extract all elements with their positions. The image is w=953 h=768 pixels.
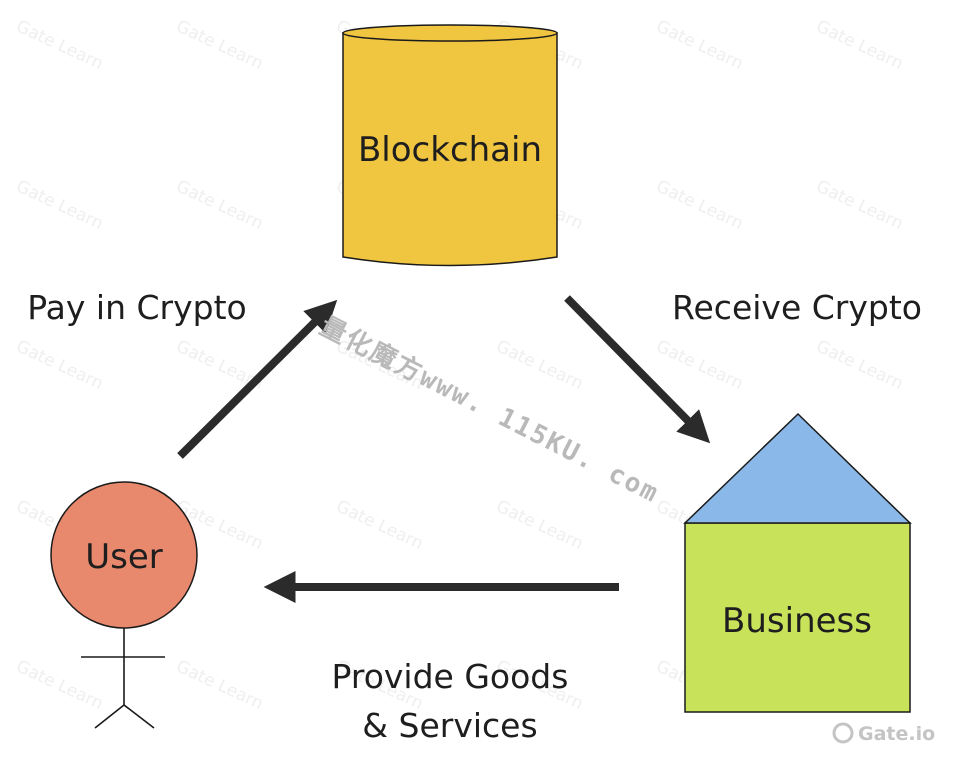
business-house-body [684, 522, 911, 713]
watermark-tile-text: Gate Learn [653, 176, 746, 234]
watermark-tile-text: Gate Learn [653, 336, 746, 394]
business-label: Business [722, 601, 872, 641]
blockchain-label: Blockchain [358, 130, 542, 170]
watermark-tile-text: Gate Learn [13, 336, 106, 394]
watermark-tile-text: Gate Learn [493, 496, 586, 554]
brand-watermark: Gate.io [832, 722, 935, 745]
brand-watermark-text: Gate.io [858, 723, 935, 745]
user-right-leg-line [123, 704, 155, 729]
blockchain-cylinder-top [342, 24, 558, 42]
user-left-leg-line [94, 704, 125, 729]
pay-arrow [177, 299, 338, 459]
watermark-tile-text: Gate Learn [653, 16, 746, 74]
watermark-tile-text: Gate Learn [13, 656, 106, 714]
watermark-tile-text: Gate Learn [813, 336, 906, 394]
provide-label-line-2: & Services [362, 706, 537, 745]
receive-arrow [564, 295, 711, 444]
watermark-tile-text: Gate Learn [173, 176, 266, 234]
watermark-tile-text: Gate Learn [173, 16, 266, 74]
business-house-roof [683, 412, 912, 524]
business-node: Business [683, 412, 912, 713]
watermark-tile-text: Gate Learn [13, 16, 106, 74]
blockchain-cylinder-body [342, 32, 558, 267]
user-node: User [50, 481, 198, 729]
watermark-tile-text: Gate Learn [813, 16, 906, 74]
user-label: User [85, 537, 163, 577]
watermark-tile-text: Gate Learn [13, 176, 106, 234]
watermark-tile-text: Gate Learn [333, 496, 426, 554]
provide-label-line-1: Provide Goods [332, 657, 569, 696]
watermark-tile-text: Gate Learn [493, 336, 586, 394]
watermark-tile-text: Gate Learn [813, 176, 906, 234]
pay-label: Pay in Crypto [27, 288, 246, 327]
blockchain-node: Blockchain [342, 24, 558, 267]
watermark-tile-text: Gate Learn [173, 656, 266, 714]
brand-logo-icon [832, 722, 854, 744]
receive-label: Receive Crypto [672, 288, 922, 327]
